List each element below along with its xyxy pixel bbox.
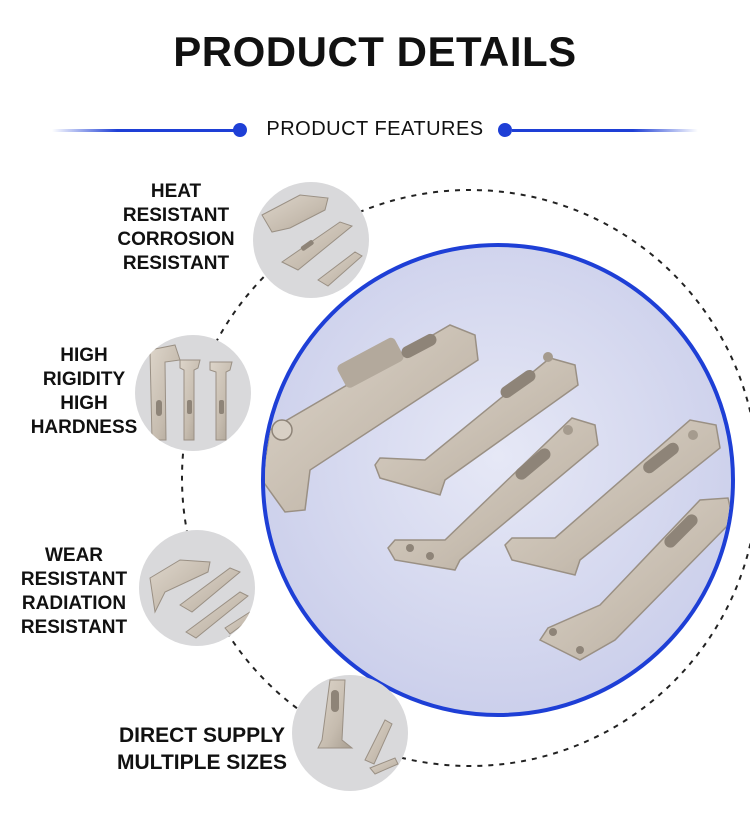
feature-label-3: WEAR RESISTANT RADIATION RESISTANT [20, 545, 128, 638]
feature-thumb-4 [292, 675, 408, 791]
feature-label-1: HEAT RESISTANT CORROSION RESISTANT [117, 181, 235, 274]
dashed-connector-arc [181, 189, 750, 767]
feature-label-4: DIRECT SUPPLY MULTIPLE SIZES [117, 724, 287, 774]
feature-thumb-2 [135, 335, 251, 451]
tip-piece-4 [538, 497, 731, 661]
tip-piece-1 [374, 357, 579, 496]
main-product-circle [261, 243, 735, 717]
feature-label-2: HIGH RIGIDITY HIGH HARDNESS [30, 345, 138, 438]
clamp-screw [271, 419, 293, 441]
divider-line-right [512, 129, 698, 132]
divider-dot-left [233, 123, 247, 137]
clamp-slot [401, 333, 437, 359]
section-subtitle: PRODUCT FEATURES [266, 118, 484, 140]
clamp-button [337, 337, 404, 388]
divider-dot-right [498, 123, 512, 137]
feature-thumb-1 [253, 182, 369, 298]
feature-thumb-3 [139, 530, 255, 646]
divider-line-left [52, 129, 238, 132]
clamp-body [265, 324, 479, 513]
page-title: PRODUCT DETAILS [173, 28, 577, 75]
section-subtitle-row: PRODUCT FEATURES [0, 112, 750, 148]
